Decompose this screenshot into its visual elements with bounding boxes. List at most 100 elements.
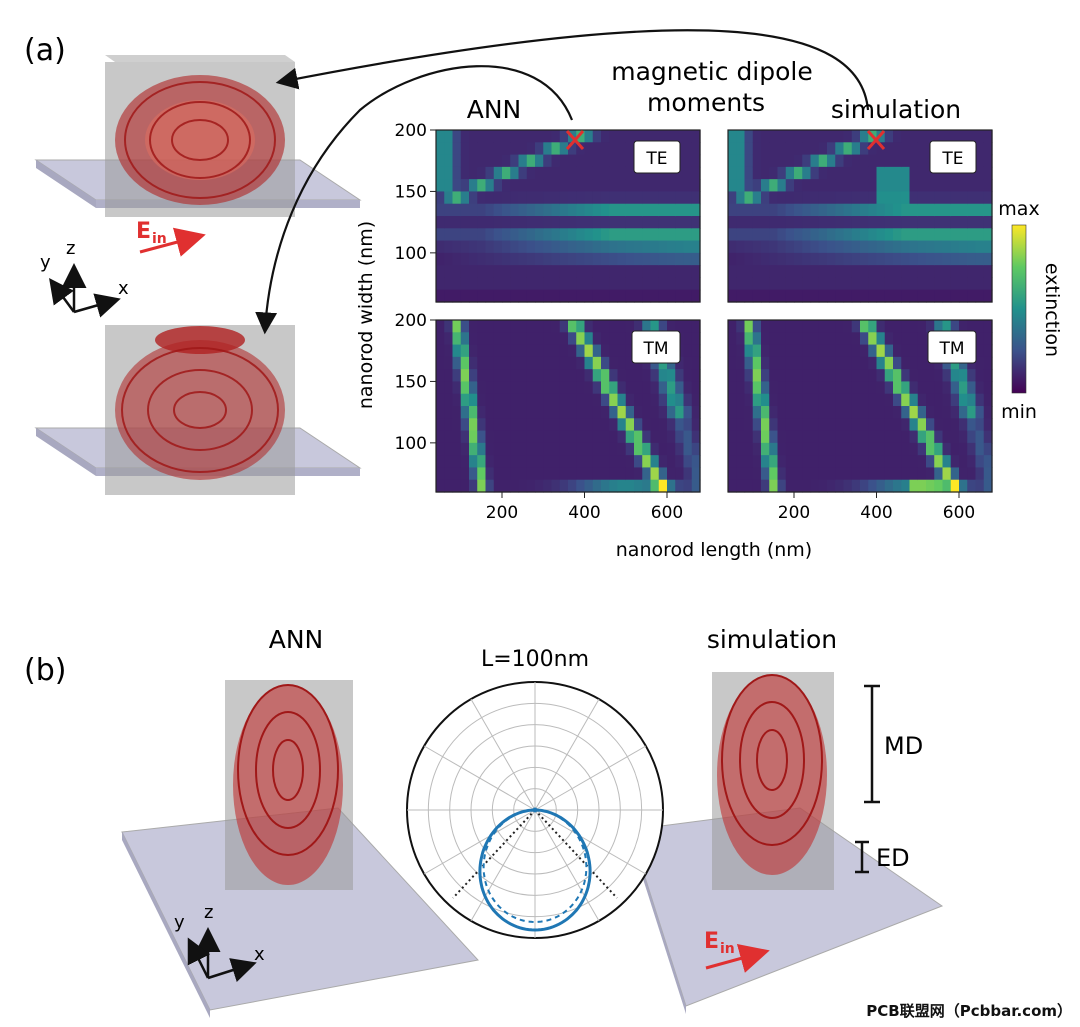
heatmap-cell	[460, 442, 470, 456]
heatmap-cell	[810, 479, 820, 493]
heatmap-cell	[983, 289, 993, 303]
heatmap-cell	[818, 320, 828, 333]
heatmap-cell	[510, 393, 520, 407]
heatmap-cell	[794, 467, 803, 481]
heatmap-cell	[658, 430, 668, 444]
heatmap-cell	[884, 228, 894, 242]
heatmap-cell	[469, 142, 478, 156]
heatmap-cell	[876, 406, 886, 419]
heatmap-cell	[728, 369, 737, 383]
heatmap-cell	[601, 179, 610, 193]
heatmap-cell	[477, 442, 487, 456]
heatmap-cell	[777, 154, 787, 168]
heatmap-cell	[493, 179, 503, 193]
heatmap-cell	[452, 356, 462, 370]
heatmap-cell	[810, 130, 820, 143]
heatmap-cell	[576, 455, 586, 469]
heatmap-cell	[975, 418, 985, 432]
heatmap-cell	[568, 479, 577, 493]
heatmap-cell	[460, 467, 470, 481]
heatmap-cell	[576, 289, 586, 303]
heatmap-cell	[601, 430, 610, 444]
heatmap-cell	[518, 430, 528, 444]
heatmap-cell	[460, 228, 470, 242]
heatmap-cell	[551, 320, 561, 333]
heatmap-cell	[592, 418, 602, 432]
heatmap-cell	[576, 265, 586, 279]
y-tick-label: 100	[395, 244, 427, 264]
heatmap-cell	[551, 289, 561, 303]
heatmap-cell	[728, 252, 737, 266]
heatmap-cell	[683, 252, 693, 266]
heatmap-cell	[667, 179, 676, 193]
heatmap-cell	[460, 252, 470, 266]
heatmap-cell	[502, 356, 511, 370]
heatmap-cell	[827, 216, 836, 229]
heatmap-cell	[477, 203, 487, 217]
heatmap-cell	[942, 369, 952, 383]
heatmap-cell	[736, 356, 746, 370]
heatmap-cell	[518, 344, 528, 358]
heatmap-cell	[744, 332, 754, 346]
heatmap-cell	[617, 356, 627, 370]
heatmap-cell	[769, 289, 779, 303]
heatmap-cell	[460, 381, 470, 395]
heatmap-cell	[683, 240, 693, 254]
heatmap-cell	[901, 320, 911, 333]
heatmap-cell	[769, 381, 779, 395]
heatmap-cell	[667, 252, 676, 266]
heatmap-cell	[901, 228, 911, 242]
heatmap-cell	[950, 479, 960, 493]
heatmap-cell	[827, 344, 836, 358]
heatmap-cell	[469, 240, 478, 254]
heatmap-cell	[493, 442, 503, 456]
heatmap-cell	[884, 191, 894, 205]
heatmap-cell	[601, 252, 610, 266]
heatmap-cell	[667, 430, 676, 444]
heatmap-cell	[777, 240, 787, 254]
heatmap-cell	[893, 252, 902, 266]
heatmap-cell	[926, 406, 935, 419]
heatmap-cell	[884, 381, 894, 395]
heatmap-cell	[785, 356, 795, 370]
heatmap-cell	[559, 130, 569, 143]
heatmap-cell	[584, 442, 594, 456]
heatmap-cell	[967, 179, 977, 193]
svg-text:TE: TE	[941, 149, 963, 169]
heatmap-cell	[518, 467, 528, 481]
heatmap-cell	[667, 265, 676, 279]
heatmap-cell	[526, 277, 536, 291]
heatmap-cell	[625, 442, 635, 456]
heatmap-cell	[728, 356, 737, 370]
heatmap-cell	[975, 479, 985, 493]
heatmap-cell	[683, 191, 693, 205]
colorbar-max: max	[998, 198, 1039, 220]
svg-text:E: E	[704, 929, 719, 954]
heatmap-cell	[827, 191, 836, 205]
heatmap-cell	[460, 154, 470, 168]
heatmap-cell	[868, 320, 878, 333]
heatmap-cell	[769, 216, 779, 229]
heatmap-cell	[810, 154, 820, 168]
heatmap-cell	[959, 216, 968, 229]
heatmap-cell	[576, 166, 586, 180]
heatmap-cell	[868, 277, 878, 291]
heatmap-cell	[950, 430, 960, 444]
heatmap-cell	[460, 479, 470, 493]
heatmap-cell	[543, 130, 553, 143]
heatmap-cell	[477, 252, 487, 266]
heatmap-cell	[967, 418, 977, 432]
heatmap-cell	[868, 154, 878, 168]
heatmap-cell	[526, 442, 536, 456]
heatmap-cell	[526, 393, 536, 407]
heatmap-cell	[452, 252, 462, 266]
heatmap-cell	[485, 179, 495, 193]
heatmap-cell	[526, 344, 536, 358]
heatmap-cell	[650, 455, 660, 469]
heatmap-cell	[535, 265, 544, 279]
heatmap-cell	[518, 356, 528, 370]
heatmap-cell	[609, 320, 619, 333]
heatmap-cell	[901, 154, 911, 168]
heatmap-cell	[926, 381, 935, 395]
heatmap-cell	[843, 154, 853, 168]
